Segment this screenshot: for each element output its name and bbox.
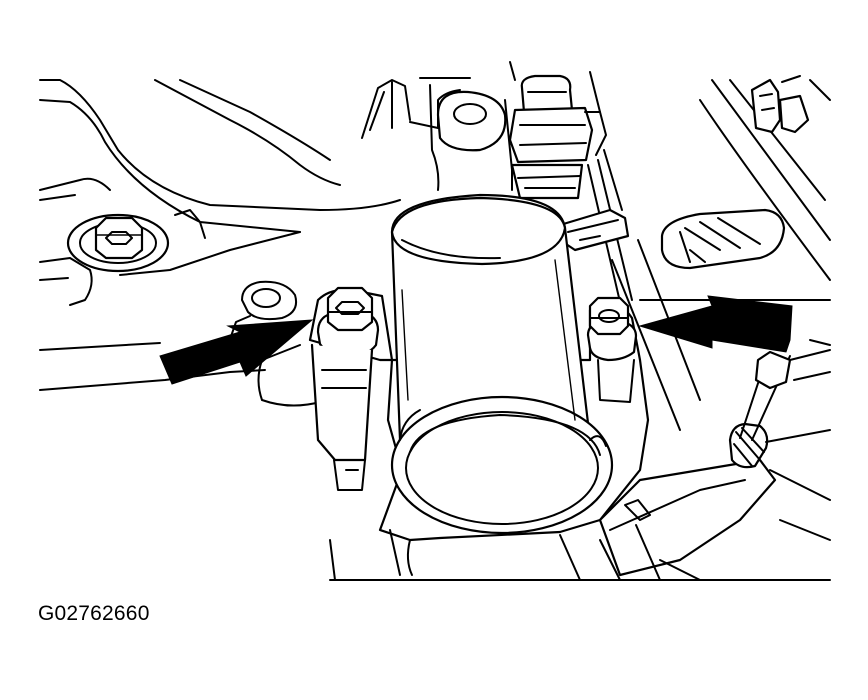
connector-top-right	[750, 75, 831, 134]
plug-right	[660, 208, 786, 270]
mounting-bolt-right	[586, 296, 638, 403]
engine-casting-left	[39, 79, 401, 306]
mounting-bolt-left	[310, 286, 380, 491]
arrow-right-icon	[159, 319, 314, 385]
housing-lower	[329, 524, 831, 581]
harness-right	[558, 79, 831, 431]
cylindrical-housing	[308, 193, 650, 542]
upper-housing	[361, 77, 513, 191]
component-line-drawing	[39, 61, 831, 581]
sensor-connector-top	[508, 61, 607, 200]
flange-bolt-left	[66, 213, 170, 273]
figure-code: G02762660	[38, 602, 150, 625]
bracket-lower-right	[598, 339, 831, 581]
arrow-left-icon	[638, 295, 793, 353]
